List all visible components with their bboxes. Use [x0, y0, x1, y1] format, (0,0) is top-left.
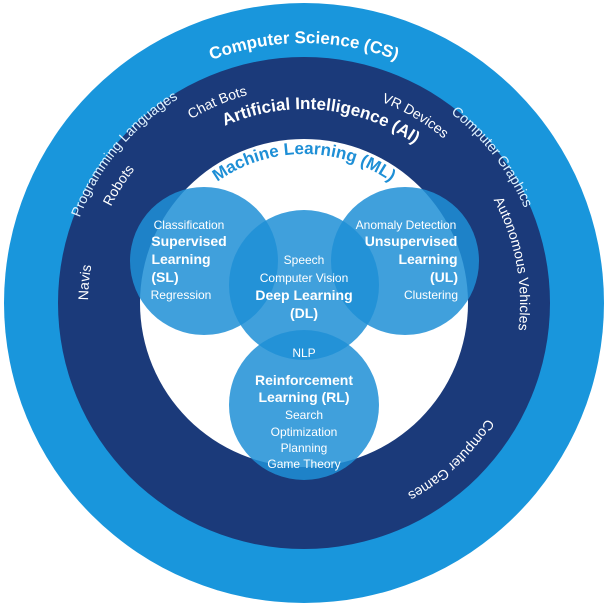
- reinforcement-title-2: Learning (RL): [259, 389, 350, 405]
- supervised-title-3: (SL): [151, 269, 178, 285]
- reinforcement-top: NLP: [292, 346, 315, 360]
- supervised-bottom: Regression: [151, 288, 212, 302]
- deep-item-speech: Speech: [284, 253, 325, 267]
- reinforcement-item-search: Search: [285, 408, 323, 422]
- deep-item-computer-vision: Computer Vision: [260, 271, 349, 285]
- unsupervised-top: Anomaly Detection: [356, 218, 457, 232]
- reinforcement-item-planning: Planning: [281, 441, 328, 455]
- supervised-title-1: Supervised: [151, 233, 226, 249]
- unsupervised-title-2: Learning: [398, 251, 457, 267]
- supervised-title-2: Learning: [151, 251, 210, 267]
- deep-title-2: (DL): [290, 305, 318, 321]
- reinforcement-item-game-theory: Game Theory: [267, 457, 340, 471]
- supervised-top: Classification: [154, 218, 225, 232]
- unsupervised-bottom: Clustering: [404, 288, 458, 302]
- unsupervised-title-1: Unsupervised: [365, 233, 458, 249]
- reinforcement-learning-circle: [229, 330, 379, 480]
- reinforcement-title-1: Reinforcement: [255, 372, 353, 388]
- deep-title-1: Deep Learning: [255, 287, 352, 303]
- unsupervised-title-3: (UL): [430, 269, 458, 285]
- deep-learning-circle: [229, 210, 379, 360]
- reinforcement-item-optimization: Optimization: [271, 425, 338, 439]
